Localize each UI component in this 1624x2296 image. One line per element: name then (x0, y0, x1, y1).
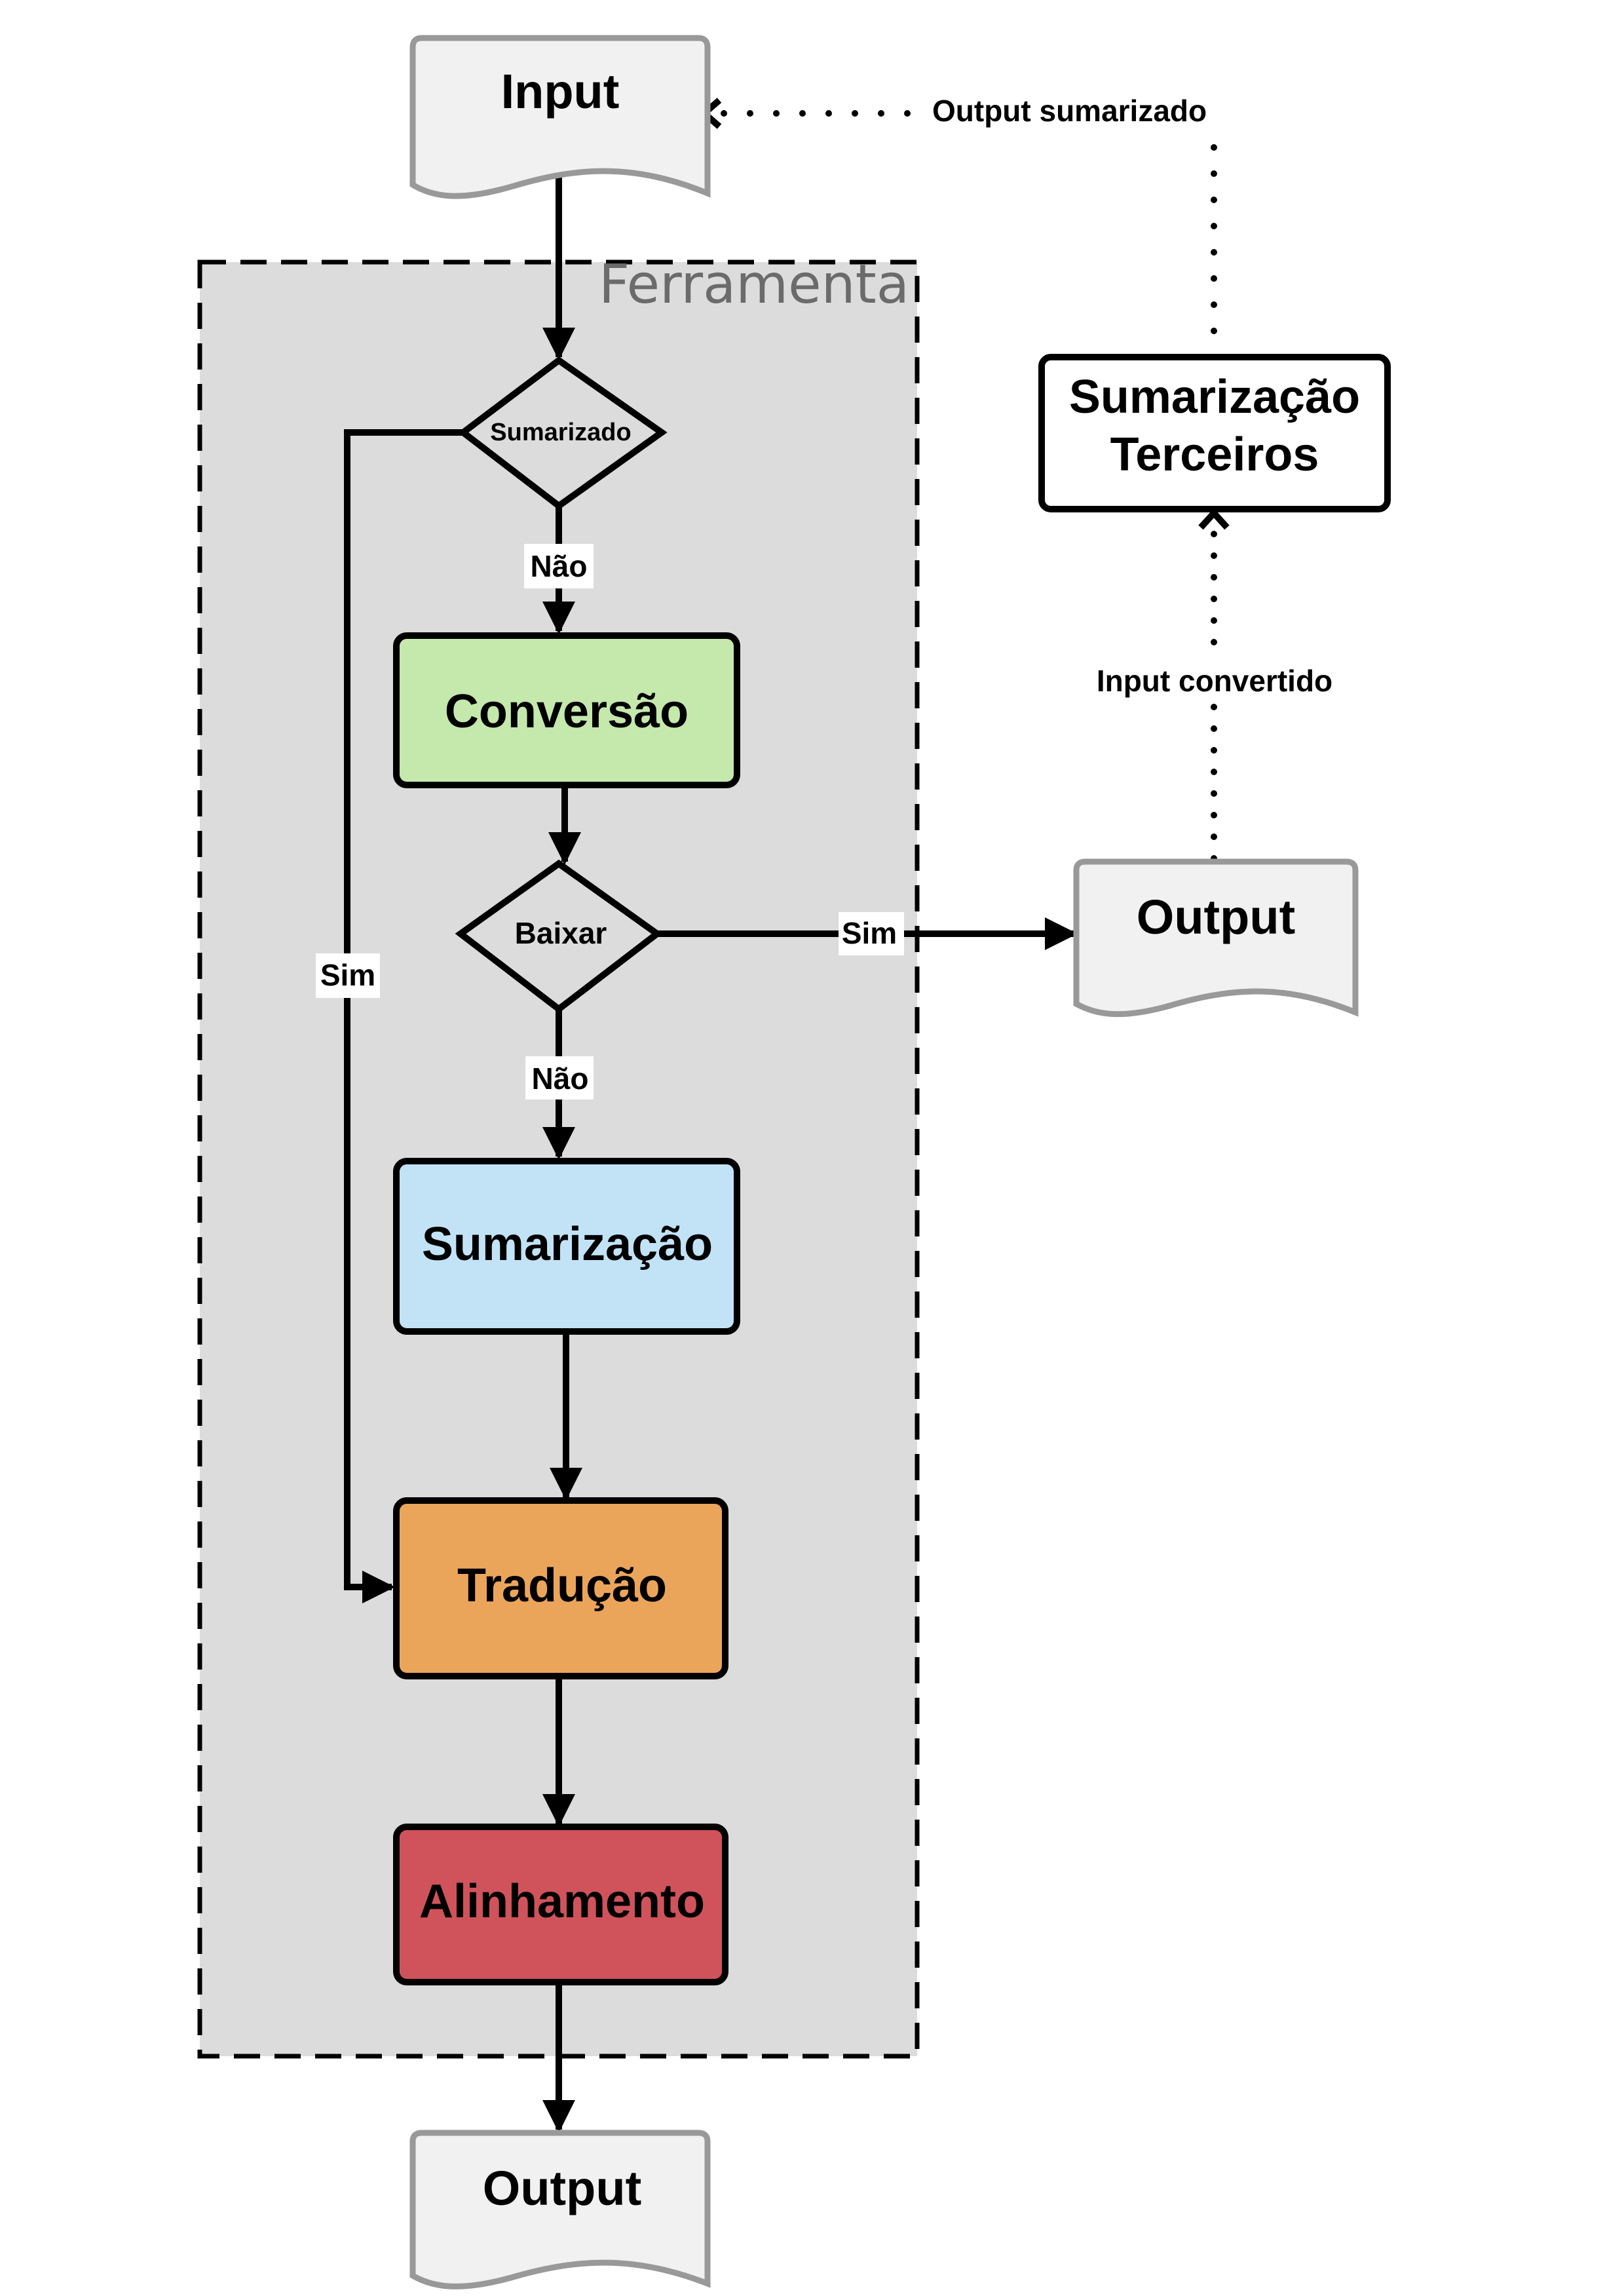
traducao-process: Tradução (393, 1497, 728, 1679)
sumarizacao-label: Sumarização (422, 1218, 713, 1271)
conversao-process: Conversão (393, 632, 740, 788)
edge-label-baixar-sim: Sim (842, 916, 897, 950)
alinhamento-box (393, 1824, 728, 1985)
output-bottom-document: Output (409, 2130, 711, 2289)
edges (344, 174, 1078, 2133)
input-document-label: Input (501, 64, 620, 119)
ferramenta-group-title: Ferramenta (599, 254, 909, 316)
edge-sumarizado-sim-to-traducao (344, 429, 463, 1603)
traducao-box (393, 1497, 728, 1679)
output-right-document-shape (1073, 858, 1359, 1018)
edge-label-sumarizado-sim: Sim (320, 958, 375, 992)
edge-label-input-convertido-group: Input convertido (1074, 659, 1355, 703)
sumarizacao-box (393, 1158, 740, 1335)
decision-baixar-shape (455, 859, 663, 1014)
output-right-document: Output (1073, 858, 1359, 1018)
edge-label-sumarizado-sim-group: Sim (316, 953, 380, 998)
output-right-document-label: Output (1137, 890, 1295, 944)
edge-label-baixar-nao-group: Não (525, 1056, 594, 1100)
edge-label-input-convertido: Input convertido (1097, 664, 1332, 698)
edge-label-sumarizado-nao-group: Não (524, 544, 594, 588)
edge-label-baixar-nao: Não (532, 1062, 589, 1096)
sumarizacao-terceiros-process: Sumarização Terceiros (1038, 354, 1391, 512)
output-bottom-document-shape (409, 2130, 711, 2289)
traducao-label: Tradução (457, 1559, 667, 1612)
edge-label-output-sumarizado-group: Output sumarizado (927, 90, 1241, 134)
decision-sumarizado: Sumarizado (457, 356, 668, 510)
decision-baixar-label: Baixar (515, 916, 607, 950)
input-document-shape (409, 35, 711, 199)
edge-label-sumarizado-nao: Não (531, 549, 588, 583)
decision-sumarizado-label: Sumarizado (490, 419, 631, 446)
edge-label-baixar-sim-group: Sim (839, 912, 904, 955)
sumarizacao-terceiros-box (1038, 354, 1391, 512)
sumarizacao-process: Sumarização (393, 1158, 740, 1335)
conversao-label: Conversão (445, 685, 689, 738)
sumarizacao-terceiros-label-line2: Terceiros (1110, 429, 1319, 481)
sumarizacao-terceiros-label-line1: Sumarização (1069, 371, 1360, 423)
edge-label-output-sumarizado: Output sumarizado (932, 94, 1207, 128)
conversao-box (393, 632, 740, 788)
output-bottom-document-label: Output (483, 2161, 641, 2215)
decision-baixar: Baixar (455, 859, 663, 1014)
arrowhead-terceiros (1198, 508, 1230, 530)
input-document: Input (409, 35, 711, 199)
alinhamento-label: Alinhamento (419, 1875, 705, 1928)
decision-sumarizado-shape (457, 356, 668, 510)
alinhamento-process: Alinhamento (393, 1824, 728, 1985)
